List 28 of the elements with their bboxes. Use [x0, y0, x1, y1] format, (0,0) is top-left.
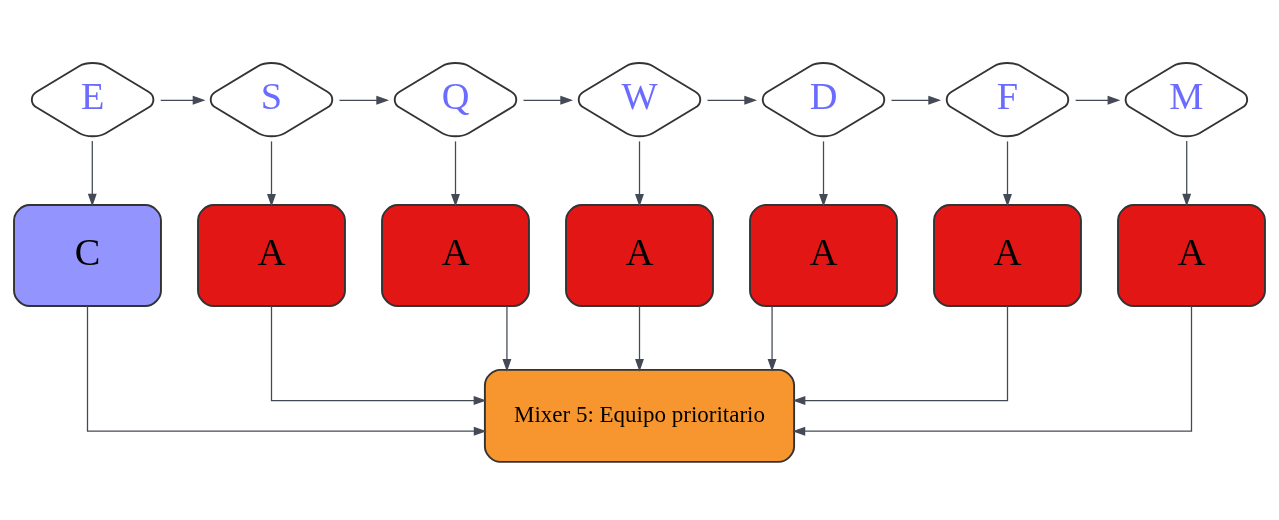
arrow [86, 305, 487, 436]
arrow [502, 305, 512, 372]
arrow [267, 140, 276, 207]
node-box: Mixer 5: Equipo prioritario [483, 368, 796, 463]
arrow [522, 95, 574, 105]
node-box: C [13, 204, 162, 307]
arrow [1182, 140, 1192, 207]
node-box: A [1117, 204, 1266, 307]
arrow [338, 95, 390, 105]
arrow [160, 95, 206, 105]
arrow [792, 305, 1009, 406]
node-box: A [381, 204, 530, 307]
node-box: A [565, 204, 714, 307]
arrow [635, 140, 644, 207]
arrow [635, 305, 644, 372]
arrow [1075, 95, 1121, 105]
node-box: A [749, 204, 898, 307]
arrow [706, 95, 758, 105]
arrow [87, 140, 97, 207]
arrow [451, 140, 460, 207]
arrow [767, 305, 777, 372]
arrow [1003, 140, 1012, 207]
node-box: A [197, 204, 346, 307]
arrow [819, 140, 828, 207]
node-box: A [933, 204, 1082, 307]
arrow [270, 305, 487, 406]
arrow [890, 95, 942, 105]
arrow [792, 305, 1193, 436]
